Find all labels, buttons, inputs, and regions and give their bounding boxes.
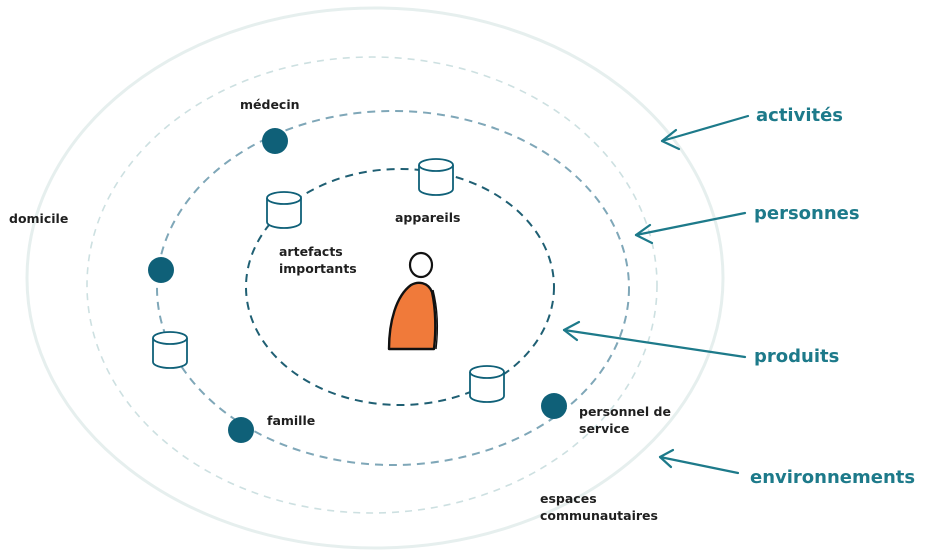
label-famille: famille	[267, 413, 316, 428]
label-espaces-line2: communautaires	[540, 508, 658, 523]
label-artefacts-line2: importants	[279, 261, 357, 276]
cylinder-icon	[266, 191, 302, 229]
label-domicile: domicile	[9, 211, 69, 226]
dot-medecin	[262, 128, 288, 154]
label-artefacts-line1: artefacts	[279, 244, 343, 259]
category-personnes: personnes	[754, 203, 860, 224]
dot-domicile	[148, 257, 174, 283]
arrow-icon	[562, 320, 747, 359]
ring-environnements	[86, 56, 658, 514]
label-espaces-line1: espaces	[540, 491, 597, 506]
label-personnel-line2: service	[579, 421, 630, 436]
label-appareils: appareils	[395, 210, 461, 225]
label-espaces-communautaires: espaces communautaires	[540, 490, 658, 524]
person-icon	[387, 251, 438, 351]
cylinder-icon	[418, 158, 454, 196]
category-activites: activités	[756, 105, 844, 126]
dot-famille	[228, 417, 254, 443]
category-produits: produits	[754, 346, 840, 367]
label-artefacts-importants: artefacts importants	[279, 243, 357, 277]
category-environnements: environnements	[750, 467, 916, 488]
cylinder-icon	[469, 365, 505, 403]
ring-produits	[245, 168, 555, 406]
arrow-icon	[660, 114, 750, 151]
dot-personnel	[541, 393, 567, 419]
label-personnel-line1: personnel de	[579, 404, 671, 419]
arrow-icon	[634, 211, 747, 245]
ring-activites	[25, 6, 725, 550]
label-personnel-de-service: personnel de service	[579, 403, 671, 437]
ring-personnes	[156, 110, 630, 466]
arrow-icon	[658, 448, 740, 475]
label-medecin: médecin	[240, 97, 300, 112]
cylinder-icon	[152, 331, 188, 369]
